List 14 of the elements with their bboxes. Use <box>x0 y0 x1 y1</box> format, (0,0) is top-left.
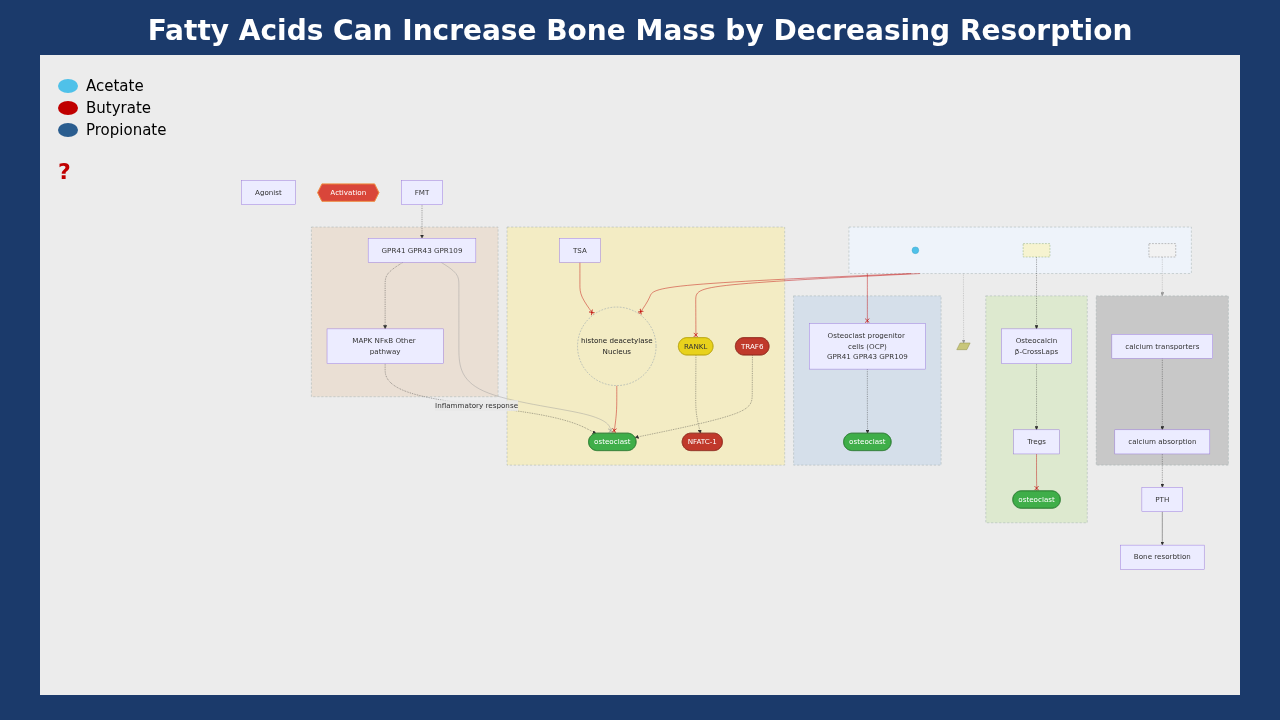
legend-label: Propionate <box>86 121 167 139</box>
node-box <box>1148 243 1176 258</box>
cluster <box>311 226 499 398</box>
cluster <box>793 295 942 466</box>
note-label: ? <box>58 159 72 184</box>
cluster <box>848 226 1192 274</box>
legend-label: Acetate <box>86 77 144 95</box>
cluster <box>1096 295 1229 466</box>
legend-label: Butyrate <box>86 99 152 117</box>
cluster <box>985 295 1088 524</box>
node-box <box>1022 243 1051 258</box>
node-circle <box>911 246 919 254</box>
node-picture <box>956 342 971 350</box>
slide-title: Fatty Acids Can Increase Bone Mass by Decreasing Resorption <box>146 14 1134 47</box>
